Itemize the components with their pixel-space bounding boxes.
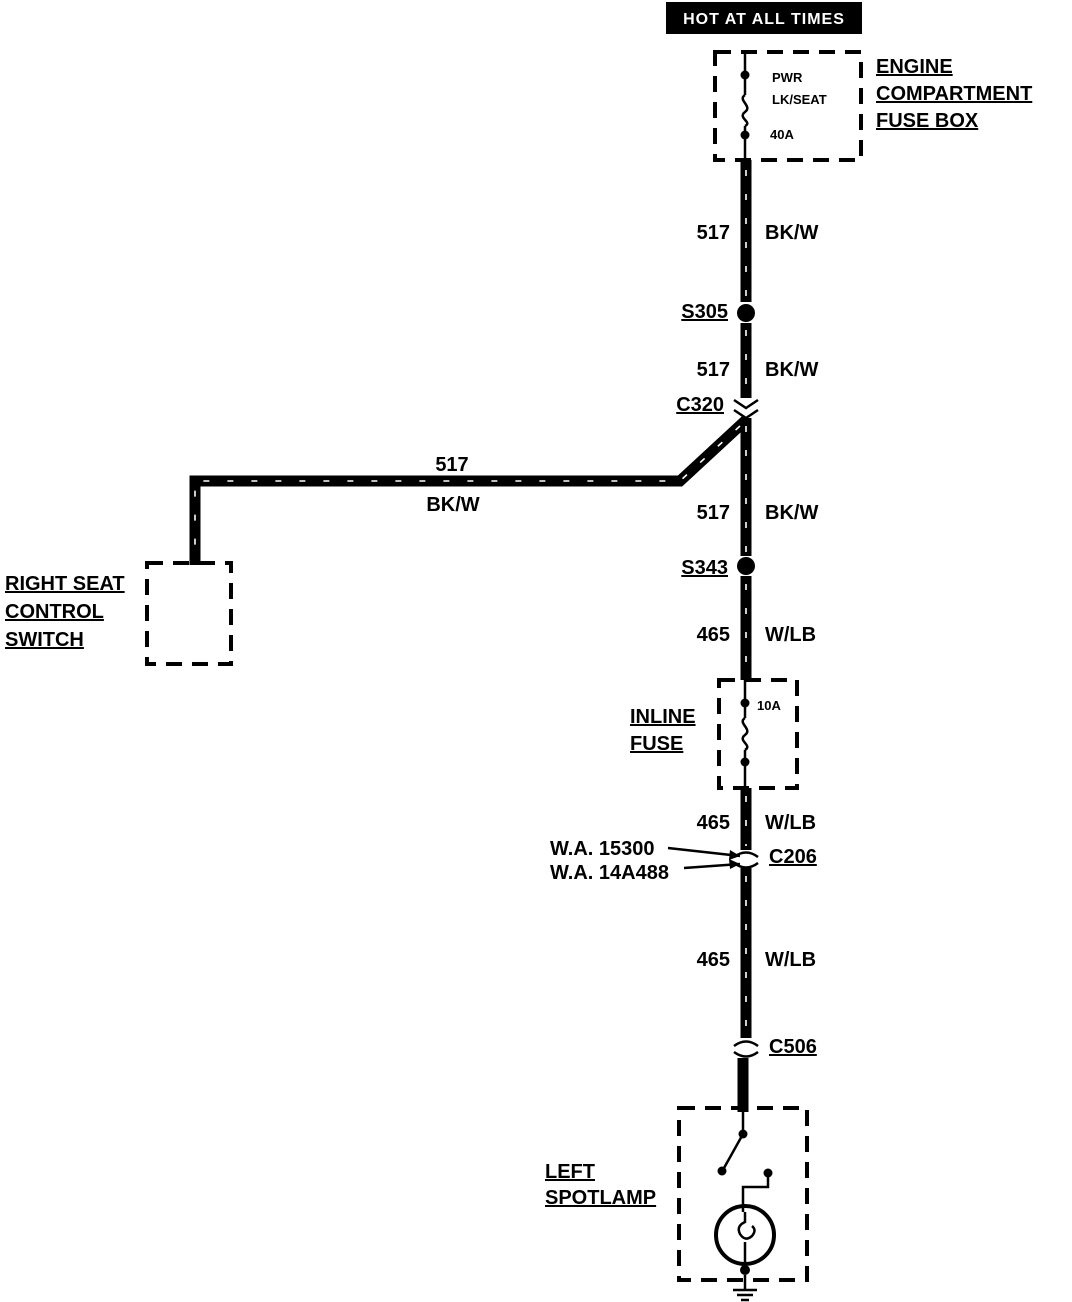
wire-color-seg1: BK/W <box>765 222 818 244</box>
wire-circuit-seg5: 465 <box>697 812 730 834</box>
wa-label-line-1: W.A. 15300 <box>550 838 655 860</box>
inline-fuse: 10A INLINE FUSE <box>630 678 799 790</box>
fuse-terminal-top <box>740 70 750 80</box>
splice-s305 <box>737 304 755 322</box>
connector-c206-label: C206 <box>769 846 817 868</box>
wire-circuit-seg4: 465 <box>697 624 730 646</box>
wire-color-seg6: W/LB <box>765 949 816 971</box>
wire-circuit-seg3: 517 <box>697 502 730 524</box>
fuse-box-title-line-1: ENGINE <box>876 56 953 78</box>
switch-label-line-3: SWITCH <box>5 629 84 651</box>
connector-c320 <box>733 398 759 420</box>
fuse-name-line-1: PWR <box>772 70 803 85</box>
wa-15300-leader <box>667 846 741 858</box>
fuse-box-outline <box>713 50 863 162</box>
inline-fuse-outline <box>717 678 799 790</box>
wire-color-seg2: BK/W <box>765 359 818 381</box>
wire-stripe-517-branch <box>194 425 741 560</box>
fuse-box-title-line-2: COMPARTMENT <box>876 83 1032 105</box>
engine-compartment-fuse-box: PWR LK/SEAT 40A ENGINE COMPARTMENT FUSE … <box>713 50 1032 162</box>
fuse-rating: 40A <box>770 127 794 142</box>
power-tag: HOT AT ALL TIMES <box>666 2 862 34</box>
fuse-box-title-line-3: FUSE BOX <box>876 110 979 132</box>
spotlamp-label-line-2: SPOTLAMP <box>545 1187 656 1209</box>
connector-c320-lower-chevron <box>733 408 759 420</box>
connector-c206 <box>667 846 759 870</box>
right-seat-control-switch: RIGHT SEAT CONTROL SWITCH <box>5 561 233 666</box>
switch-label-line-1: RIGHT SEAT <box>5 573 125 595</box>
inline-fuse-rating: 10A <box>757 698 781 713</box>
inline-fuse-label-line-2: FUSE <box>630 733 683 755</box>
wa-14a488-arrow-icon <box>729 859 740 869</box>
spotlamp-switch-blade-icon <box>722 1133 745 1169</box>
wire-circuit-seg2: 517 <box>697 359 730 381</box>
connector-c506-upper-arc <box>733 1040 759 1048</box>
ground-terminal <box>740 1265 750 1275</box>
power-tag-background <box>666 2 862 34</box>
connector-c320-label: C320 <box>676 394 724 416</box>
wa-15300-arrow-icon <box>729 850 740 860</box>
spotlamp-lead <box>741 1177 770 1212</box>
splice-s305-label: S305 <box>681 301 728 323</box>
fuse-element-icon <box>741 93 749 128</box>
left-spotlamp: LEFT SPOTLAMP <box>545 1106 809 1302</box>
inline-fuse-terminal-top <box>740 698 750 708</box>
spotlamp-label-line-1: LEFT <box>545 1161 595 1183</box>
wire-color-branch: BK/W <box>426 494 479 516</box>
inline-fuse-label-line-1: INLINE <box>630 706 696 728</box>
wire-circuit-branch: 517 <box>435 454 468 476</box>
switch-outline <box>145 561 233 666</box>
connector-c320-upper-chevron <box>733 398 759 410</box>
wire-color-seg3: BK/W <box>765 502 818 524</box>
fuse-name-line-2: LK/SEAT <box>772 92 827 107</box>
connector-c506-lower-arc <box>733 1050 759 1058</box>
connector-c506-label: C506 <box>769 1036 817 1058</box>
connector-c506 <box>733 1040 759 1058</box>
power-tag-label: HOT AT ALL TIMES <box>683 11 845 28</box>
bulb-filament-icon <box>737 1212 756 1240</box>
wire-circuit-seg1: 517 <box>697 222 730 244</box>
wire-color-seg5: W/LB <box>765 812 816 834</box>
wa-label-line-2: W.A. 14A488 <box>550 862 669 884</box>
wire-517-branch <box>189 415 750 565</box>
spotlamp-switch-terminal <box>763 1168 773 1178</box>
splice-s343 <box>737 557 755 575</box>
spotlamp-switch-contact <box>717 1166 727 1176</box>
splice-s343-label: S343 <box>681 557 728 579</box>
switch-label-line-2: CONTROL <box>5 601 104 623</box>
inline-fuse-element-icon <box>741 716 749 752</box>
wire-circuit-seg6: 465 <box>697 949 730 971</box>
wire-color-seg4: W/LB <box>765 624 816 646</box>
wire-segment-517-branch <box>189 415 750 565</box>
